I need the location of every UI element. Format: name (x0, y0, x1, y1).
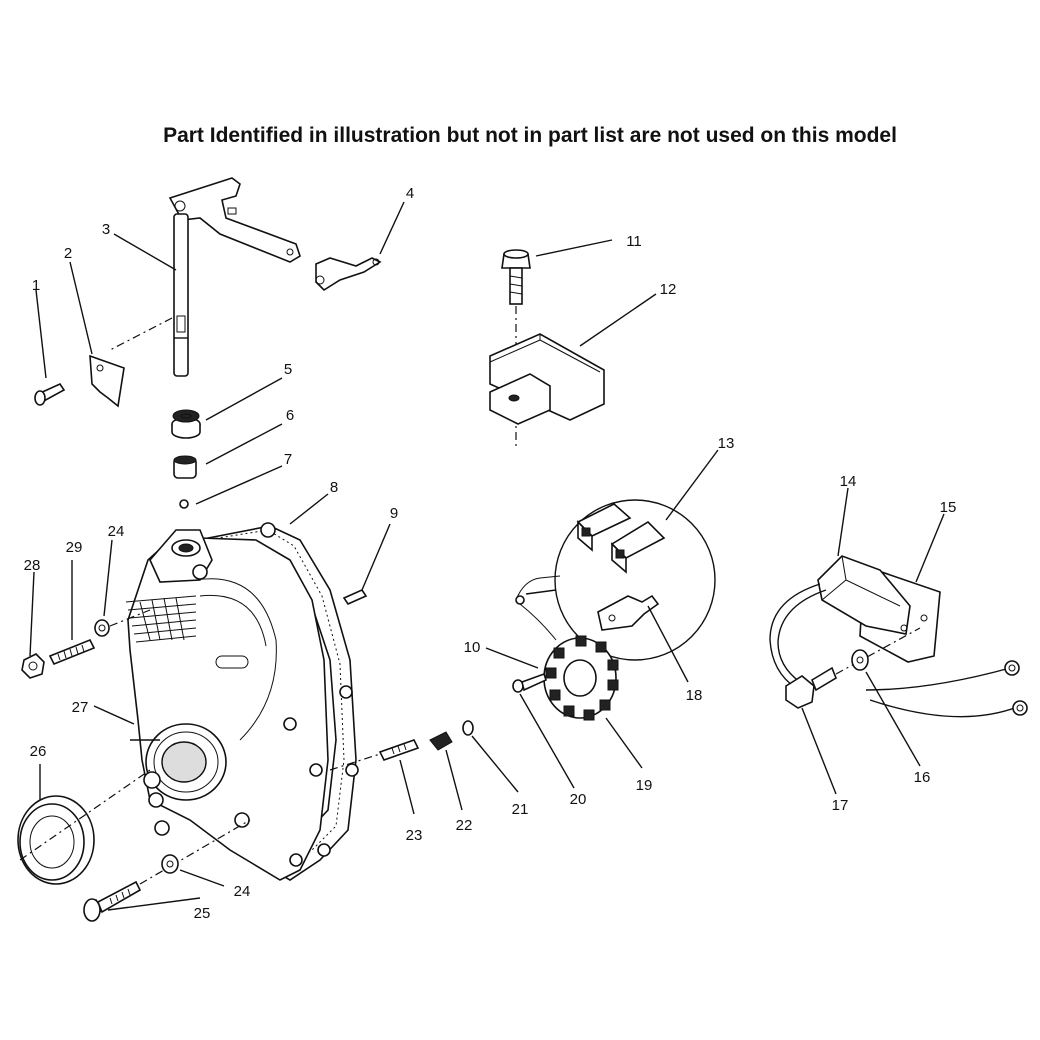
callout-21: 21 (512, 801, 529, 818)
callout-26: 26 (30, 743, 47, 760)
bracket-part-2 (89, 354, 125, 408)
screw-part-1 (34, 382, 66, 406)
oring-part-21 (462, 720, 474, 736)
bushing-part-5 (171, 409, 201, 439)
callout-25: 25 (194, 905, 211, 922)
callout-29: 29 (66, 539, 83, 556)
callout-7: 7 (284, 451, 292, 468)
callout-24-upper: 24 (108, 523, 125, 540)
callout-24-lower: 24 (234, 883, 251, 900)
callout-12: 12 (660, 281, 677, 298)
oil-seal-part-26 (17, 769, 151, 885)
link-rod-end-part-4 (315, 257, 382, 292)
callout-6: 6 (286, 407, 294, 424)
connector-detail-circle (525, 499, 716, 661)
bolt-part-25 (83, 819, 251, 922)
bolt-part-17 (785, 627, 921, 709)
callout-16: 16 (914, 769, 931, 786)
callout-15: 15 (940, 499, 957, 516)
callout-23: 23 (406, 827, 423, 844)
rectifier-part-12 (489, 333, 605, 425)
stud-part-23 (329, 739, 420, 771)
diagram-title: Part Identified in illustration but not … (163, 124, 897, 147)
callout-19: 19 (636, 777, 653, 794)
callout-17: 17 (832, 797, 849, 814)
washer-part-16 (851, 649, 869, 671)
callout-1: 1 (32, 277, 40, 294)
washer-part-24-lower (161, 854, 179, 874)
ball-part-7 (179, 499, 189, 509)
callout-8: 8 (330, 479, 338, 496)
ignition-module-part-14 (769, 555, 1028, 718)
callout-13: 13 (718, 435, 735, 452)
screw-part-20 (512, 672, 547, 693)
bushing-part-6 (173, 455, 197, 479)
callout-numbers: 1 2 3 4 5 6 7 8 9 10 11 12 13 14 15 16 1… (24, 185, 957, 922)
callout-5: 5 (284, 361, 292, 378)
pin-part-9 (342, 588, 368, 606)
callout-20: 20 (570, 791, 587, 808)
plug-part-22 (429, 731, 453, 751)
bolt-part-11 (501, 249, 531, 446)
stud-nut-washer-parts-28-29-24 (21, 609, 151, 679)
callout-4: 4 (406, 185, 414, 202)
terminal-part-18 (597, 594, 660, 631)
callout-18: 18 (686, 687, 703, 704)
stator-part-19 (515, 575, 619, 721)
callout-14: 14 (840, 473, 857, 490)
cover-housing-part-27 (125, 522, 359, 881)
callout-27: 27 (72, 699, 89, 716)
leader-lines (29, 201, 945, 911)
connector-part-13 (576, 503, 666, 574)
callout-2: 2 (64, 245, 72, 262)
callout-9: 9 (390, 505, 398, 522)
callout-3: 3 (102, 221, 110, 238)
callout-22: 22 (456, 817, 473, 834)
callout-28: 28 (24, 557, 41, 574)
governor-lever-assembly (109, 177, 301, 377)
callout-10: 10 (464, 639, 481, 656)
callout-11: 11 (626, 233, 642, 250)
